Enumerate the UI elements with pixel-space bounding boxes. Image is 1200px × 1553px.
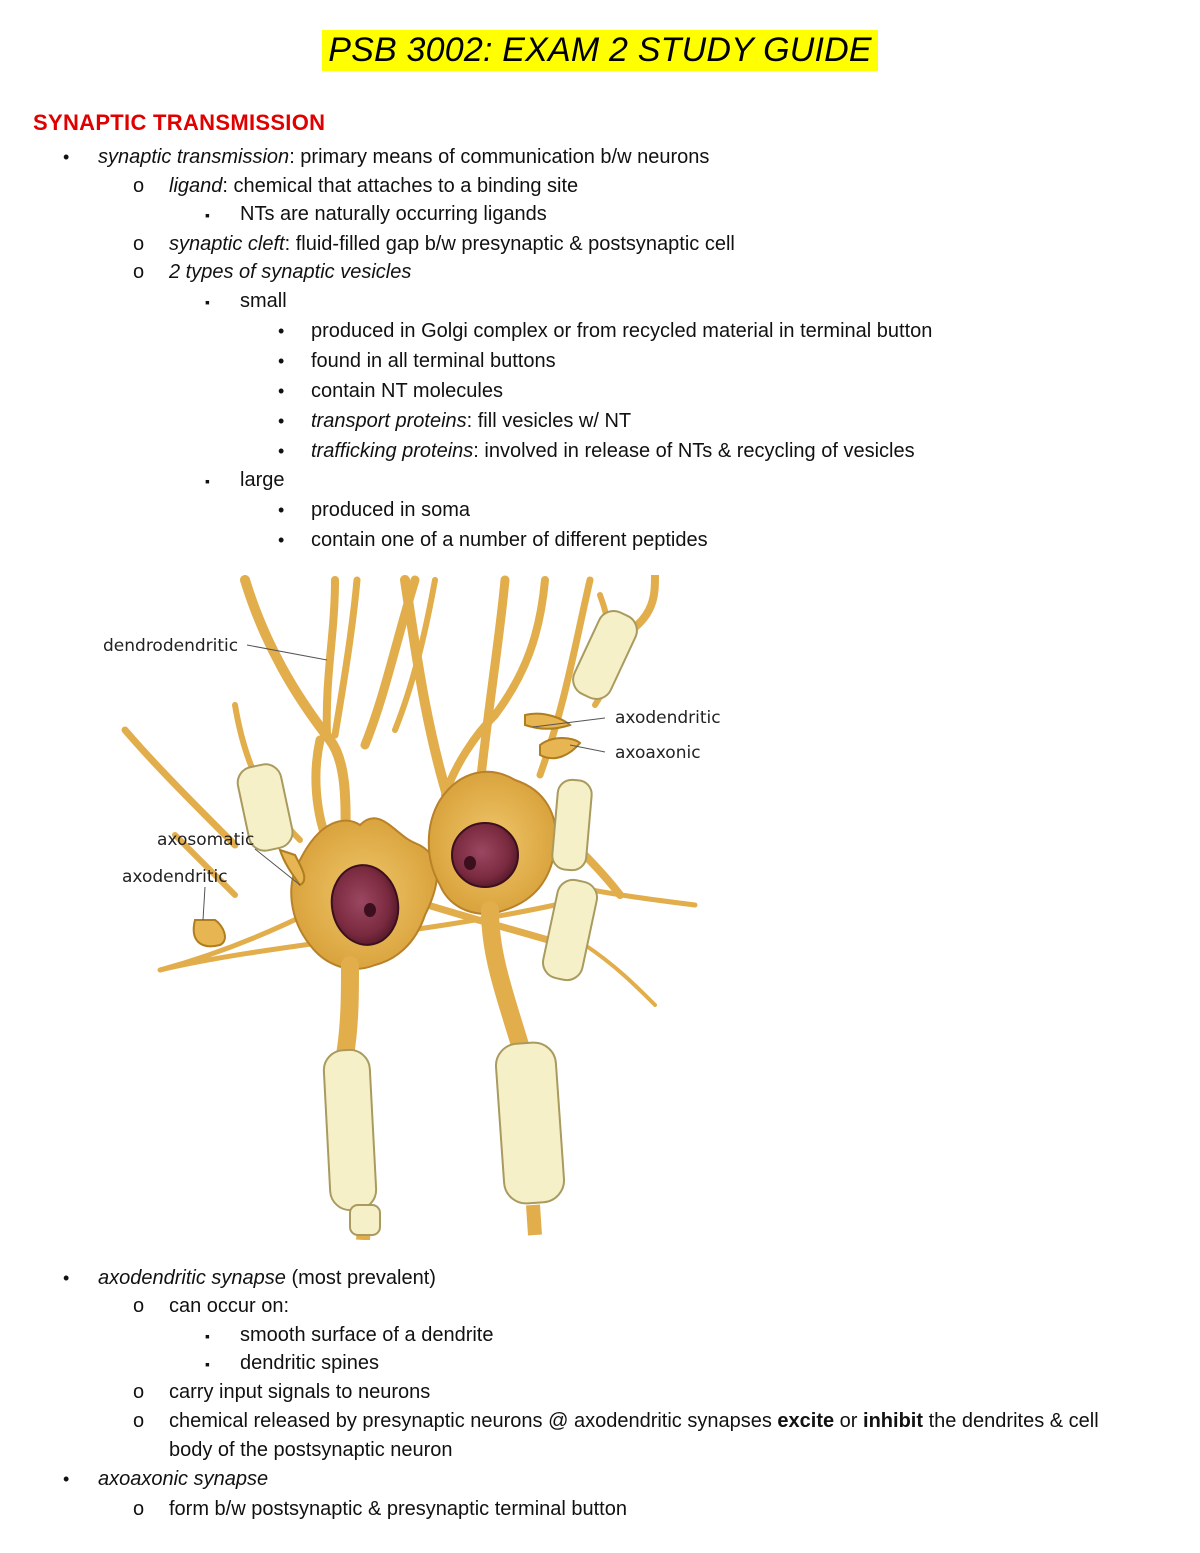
nucleolus-right <box>464 856 476 870</box>
list-item: smooth surface of a dendrite <box>240 1324 494 1346</box>
square-marker: ▪ <box>205 207 210 223</box>
bullet-marker: • <box>63 147 70 167</box>
bullet-marker: • <box>278 411 285 431</box>
list-item: dendritic spines <box>240 1352 379 1374</box>
list-item: NTs are naturally occurring ligands <box>240 203 547 225</box>
square-marker: ▪ <box>205 473 210 489</box>
circle-marker: o <box>133 1410 145 1432</box>
list-item: small <box>240 290 287 312</box>
bullet-marker: • <box>278 381 285 401</box>
circle-marker: o <box>133 175 145 197</box>
list-item: can occur on: <box>169 1295 290 1317</box>
nucleolus-left <box>364 903 376 917</box>
label-dendrodendritic: dendrodendritic <box>103 636 238 656</box>
list-item: synaptic transmission: primary means of … <box>98 146 710 168</box>
nucleus-left <box>330 864 400 946</box>
circle-marker: o <box>133 1295 145 1317</box>
square-marker: ▪ <box>205 294 210 310</box>
list-item: synaptic cleft: fluid-filled gap b/w pre… <box>169 233 735 255</box>
label-axodendritic-left: axodendritic <box>122 867 228 887</box>
nucleus-right <box>451 822 519 888</box>
list-item: large <box>240 469 285 491</box>
list-item: chemical released by presynaptic neurons… <box>169 1410 1099 1432</box>
circle-marker: o <box>133 1381 145 1403</box>
bullet-marker: • <box>63 1469 70 1489</box>
bullet-marker: • <box>63 1268 70 1288</box>
bullet-marker: • <box>278 351 285 371</box>
section-heading: SYNAPTIC TRANSMISSION <box>33 110 326 135</box>
synapse-types-figure: dendrodendritic axodendritic axoaxonic a… <box>103 575 721 1240</box>
list-item: produced in Golgi complex or from recycl… <box>311 320 933 342</box>
list-item: found in all terminal buttons <box>311 350 556 372</box>
list-item: axoaxonic synapse <box>98 1468 269 1490</box>
circle-marker: o <box>133 261 145 283</box>
list-item: transport proteins: fill vesicles w/ NT <box>311 410 632 432</box>
circle-marker: o <box>133 233 145 255</box>
list-item: contain one of a number of different pep… <box>311 529 708 551</box>
bullet-marker: • <box>278 321 285 341</box>
label-axoaxonic: axoaxonic <box>615 743 701 763</box>
list-item: ligand: chemical that attaches to a bind… <box>169 175 579 197</box>
axon-right <box>481 901 529 1054</box>
circle-marker: o <box>133 1498 145 1520</box>
bullet-marker: • <box>278 530 285 550</box>
list-item: produced in soma <box>311 499 470 521</box>
label-axodendritic-top: axodendritic <box>615 708 721 728</box>
list-item-continuation: body of the postsynaptic neuron <box>169 1439 453 1461</box>
list-item: 2 types of synaptic vesicles <box>169 261 412 283</box>
list-item: axodendritic synapse (most prevalent) <box>98 1267 436 1289</box>
list-item: trafficking proteins: involved in releas… <box>311 440 915 462</box>
list-item: form b/w postsynaptic & presynaptic term… <box>169 1498 627 1520</box>
myelin-sheaths <box>236 610 638 1236</box>
terminal-buttons <box>192 712 582 948</box>
label-axosomatic: axosomatic <box>157 830 254 850</box>
axon-left <box>336 956 359 1064</box>
title-container: PSB 3002: EXAM 2 STUDY GUIDE <box>0 30 1200 71</box>
square-marker: ▪ <box>205 1328 210 1344</box>
page-title: PSB 3002: EXAM 2 STUDY GUIDE <box>322 30 878 71</box>
axon-right-bottom <box>526 1204 542 1236</box>
list-item: carry input signals to neurons <box>169 1381 431 1403</box>
list-item: contain NT molecules <box>311 380 503 402</box>
bullet-marker: • <box>278 500 285 520</box>
leader-lines <box>202 644 606 921</box>
square-marker: ▪ <box>205 1356 210 1372</box>
bullet-marker: • <box>278 441 285 461</box>
